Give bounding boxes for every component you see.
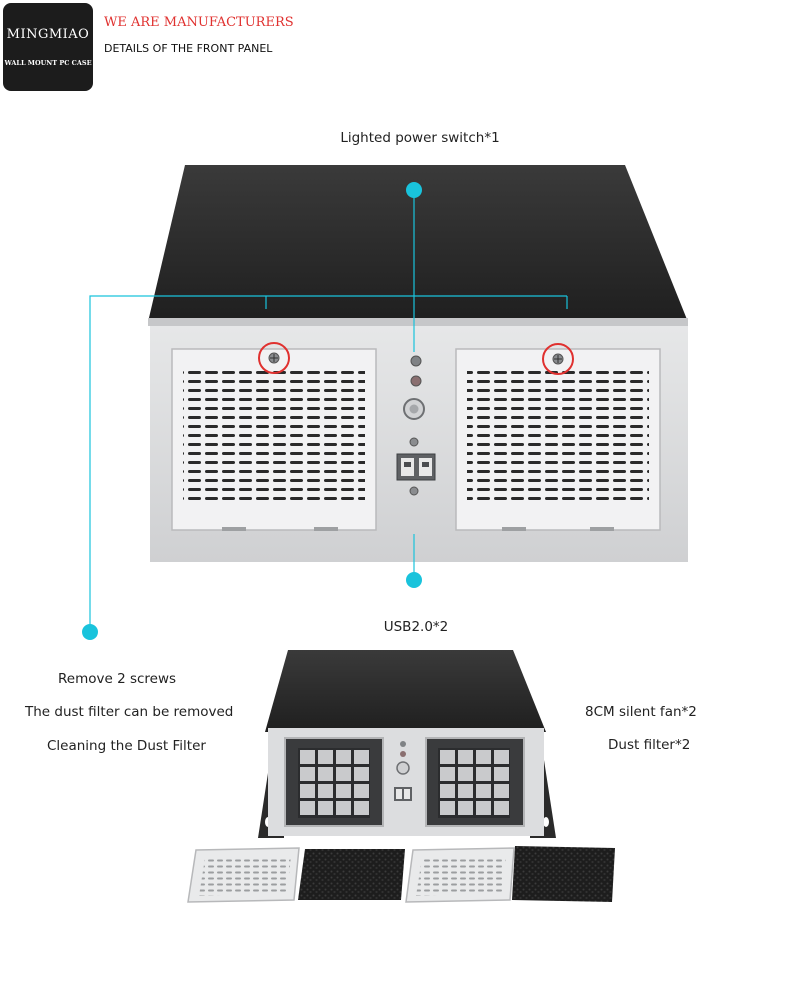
right-fan-grille [438,748,510,818]
indicator-led-icon [410,355,422,367]
filter-removable-label: The dust filter can be removed [25,704,234,720]
left-vent-slots [183,370,365,500]
left-fan-grille [298,748,370,818]
usb-label: USB2.0*2 [383,619,449,635]
dust-filter-foam [512,846,615,902]
power-switch-callout-dot [406,182,422,198]
brand-logo: MINGMIAO WALL MOUNT PC CASE [3,3,93,91]
indicator-led-icon [410,375,422,387]
fan-label: 8CM silent fan*2 [585,704,697,720]
main-case [148,165,688,562]
open-case [258,650,556,838]
removed-parts [187,846,615,903]
right-vent-slots [467,370,649,500]
section-title: DETAILS OF THE FRONT PANEL [104,42,273,55]
dust-filter-foam [298,849,405,900]
cleaning-label: Cleaning the Dust Filter [47,738,206,754]
screw-highlight-circle [258,342,290,374]
power-switch-label: Lighted power switch*1 [340,130,500,146]
brand-name: MINGMIAO [6,27,90,42]
remove-screws-label: Remove 2 screws [58,671,177,687]
manufacturer-tagline: WE ARE MANUFACTURERS [104,15,294,30]
dust-filter-label: Dust filter*2 [608,737,691,753]
open-case-top [265,650,546,732]
usb-callout-dot [406,572,422,588]
case-top-lip [148,318,688,326]
brand-subtitle: WALL MOUNT PC CASE [4,59,92,67]
case-top-panel [148,165,688,322]
screws-callout-dot [82,624,98,640]
screw-highlight-circle [542,343,574,375]
